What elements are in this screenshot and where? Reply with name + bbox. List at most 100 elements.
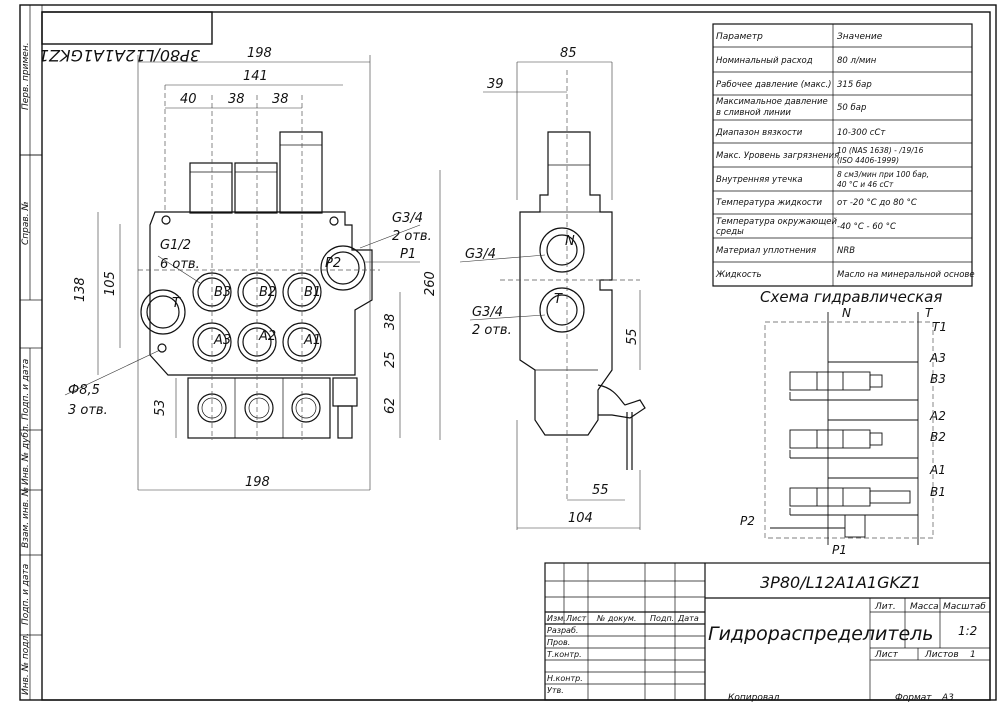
tb-header-izm: Изм. [547, 614, 566, 623]
schematic-port-b3: B3 [930, 372, 946, 386]
port-b2: B2 [259, 285, 276, 300]
param-row-value: -40 °С - 60 °С [837, 222, 896, 232]
schematic-port-a1: A1 [929, 463, 946, 477]
dim-40: 40 [180, 92, 197, 107]
dim-260: 260 [423, 271, 438, 296]
tb-header-doc: № докум. [596, 614, 636, 623]
param-row-name: Материал уплотнения [716, 246, 816, 256]
param-row-value: от -20 °С до 80 °С [837, 198, 917, 208]
param-row-name: Температура жидкости [716, 198, 823, 208]
param-row-name: Номинальный расход [716, 56, 813, 66]
label-hole-count: 3 отв. [68, 403, 108, 418]
dim-25: 25 [383, 351, 398, 368]
copied-label: Копировал [728, 693, 780, 703]
designation: 3P80/L12A1A1GKZ1 [760, 573, 921, 592]
dim-38-a: 38 [228, 92, 245, 107]
schematic-boundary [764, 321, 934, 539]
side-port-t: T [554, 292, 563, 307]
schematic-title: Схема гидравлическая [760, 288, 942, 306]
label-hole: Ф8,5 [68, 383, 100, 398]
side-view: 85 39 55 55 104 G3/4 G3/4 2 отв. N T [459, 46, 646, 530]
param-row-name: Внутренняя утечка [716, 175, 803, 185]
dim-198-top: 198 [247, 46, 272, 61]
param-row-value: 50 бар [837, 103, 866, 113]
mirrored-code-box: 3P80/L12A1A1GKZ1 [39, 11, 213, 65]
param-row-name-line: Максимальное давление [716, 97, 828, 107]
port-b3: B3 [214, 285, 231, 300]
relief-valve [844, 514, 866, 538]
param-row-value: 315 бар [837, 80, 872, 90]
port-b1: B1 [304, 285, 321, 300]
scale-label: Масштаб [943, 602, 986, 612]
side-label-g34-top: G3/4 [465, 247, 496, 262]
dim-62: 62 [383, 397, 398, 414]
stamp-perv-primen: Перв. примен. [21, 42, 31, 110]
format-value: A3 [941, 693, 954, 703]
stamp-podp-data-1: Подп. и дата [21, 359, 31, 420]
schematic-port-t: T [925, 306, 934, 320]
mass-label: Масса [910, 602, 939, 612]
param-row-value: 80 л/мин [837, 56, 877, 66]
schematic-port-b2: B2 [930, 430, 946, 444]
scale-value: 1:2 [958, 624, 977, 638]
dim-138: 138 [73, 277, 88, 302]
schematic-port-b1: B1 [930, 485, 946, 499]
param-row-name-line: в сливной линии [716, 108, 791, 118]
stamp-sprav: Справ. № [21, 201, 31, 245]
tb-role-nkontr: Н.контр. [547, 674, 583, 683]
dim-38-b: 38 [272, 92, 289, 107]
front-view: 198 141 40 38 38 138 105 260 38 25 53 62… [64, 46, 441, 491]
param-row-value: 8 см3/мин при 100 бар, 40 °С и 46 сСт [837, 170, 931, 189]
param-row-name: Жидкость [715, 270, 762, 280]
product-name: Гидрораспределитель [708, 623, 934, 645]
tb-role-prov: Пров. [547, 638, 570, 647]
schematic-port-a2: A2 [929, 409, 946, 423]
schematic-port-t1: T1 [932, 320, 947, 334]
param-header-name: Параметр [716, 32, 763, 42]
tb-header-podp: Подп. [650, 614, 674, 623]
dim-105: 105 [103, 271, 118, 296]
param-row-name: Диапазон вязкости [715, 128, 803, 138]
mirrored-code: 3P80/L12A1A1GKZ1 [39, 46, 200, 65]
side-stamp: Перв. примен. Справ. № Подп. и дата Инв.… [19, 4, 43, 701]
param-row-value: 10 (NAS 1638) - /19/16 (ISO 4406-1999) [837, 146, 926, 165]
side-dim-39: 39 [487, 77, 504, 92]
dim-198-bottom: 198 [245, 475, 270, 490]
side-dim-104: 104 [568, 511, 593, 526]
sheets-label: Листов [924, 650, 959, 660]
tb-role-tkontr: Т.контр. [547, 650, 582, 659]
stamp-inv-podl: Инв. № подл. [21, 633, 31, 695]
param-row-name: Максимальное давление в сливной линии [716, 97, 830, 118]
port-t-front: T [172, 296, 181, 311]
inner-frame [41, 11, 991, 701]
dim-38-c: 38 [383, 313, 398, 330]
schematic-port-n: N [842, 306, 851, 320]
spool-section-1 [789, 477, 918, 516]
title-block: 3P80/L12A1A1GKZ1 Гидрораспределитель Лит… [544, 562, 991, 703]
schematic-port-p1: P1 [832, 543, 847, 557]
param-row-name: Температура окружающей среды [716, 217, 840, 237]
hydraulic-schematic: Схема гидравлическая [740, 288, 947, 557]
schematic-port-a3: A3 [929, 351, 946, 365]
param-row-value: NRB [837, 246, 855, 256]
port-a3: A3 [213, 333, 231, 348]
label-g34: G3/4 [392, 211, 423, 226]
side-port-n: N [565, 234, 575, 249]
schematic-port-p2: P2 [740, 514, 755, 528]
spool-section-2 [789, 419, 918, 459]
spool-section-3 [789, 361, 918, 401]
label-p1: P1 [400, 247, 416, 262]
side-label-g34-count: 2 отв. [472, 323, 512, 338]
tb-role-utv: Утв. [547, 686, 564, 695]
sheet-label: Лист [874, 650, 899, 660]
dim-53: 53 [153, 399, 168, 416]
tb-header-list: Лист [565, 614, 587, 623]
dim-141: 141 [243, 69, 268, 84]
param-table: Параметр Значение Номинальный расход 80 … [712, 23, 975, 287]
param-row-name: Рабочее давление (макс.) [716, 80, 832, 90]
tb-header-date: Дата [677, 614, 699, 623]
side-dim-85: 85 [560, 46, 577, 61]
label-g12: G1/2 [160, 238, 191, 253]
port-p2-front: P2 [325, 256, 341, 271]
